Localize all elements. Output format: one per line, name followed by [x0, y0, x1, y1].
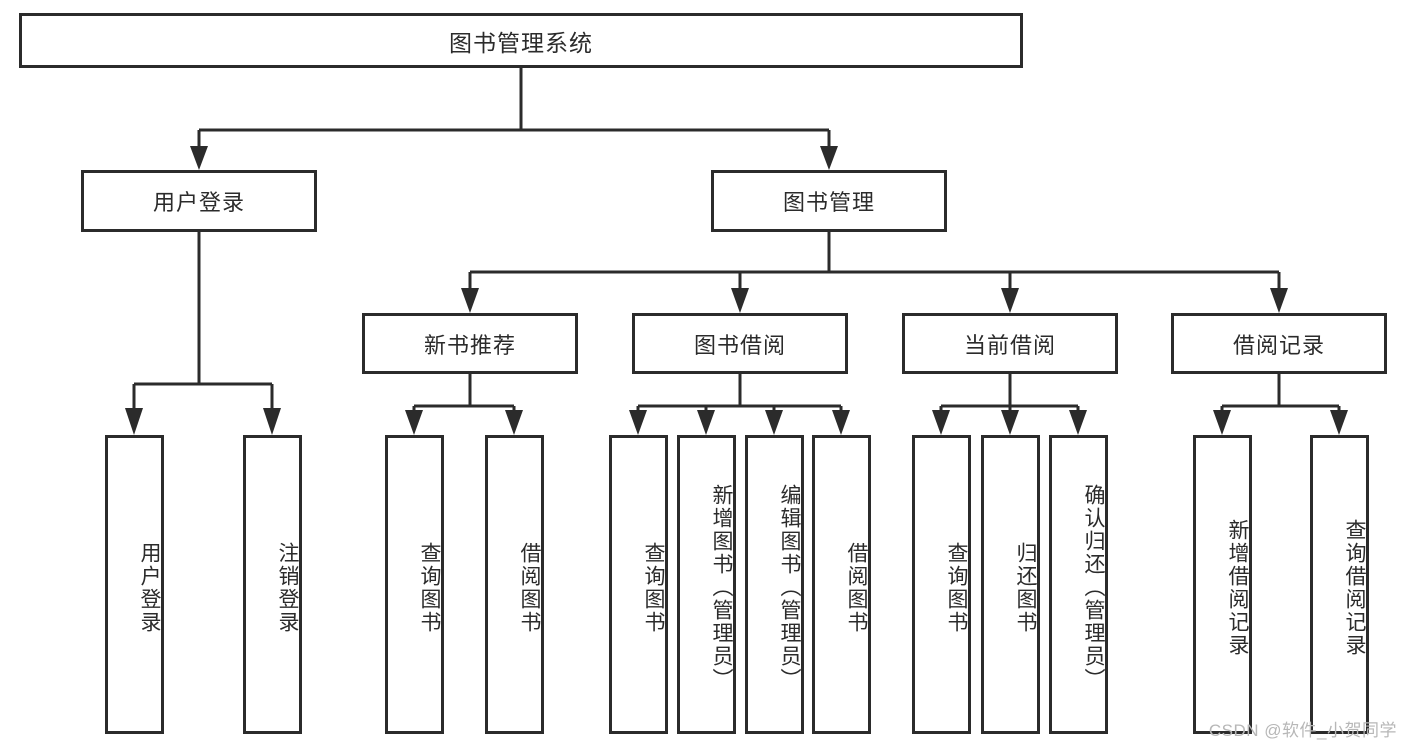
arrow-to-leaf-user-login: [125, 408, 143, 435]
leaf-query-record-label: 查询借阅记录: [1343, 518, 1366, 657]
node-current-borrow[interactable]: 当前借阅: [902, 313, 1118, 374]
leaf-borrow-book-2[interactable]: 借阅图书: [812, 435, 871, 734]
leaf-add-book-label: 新增图书（管理员）: [710, 484, 733, 691]
leaf-user-logout[interactable]: 注销登录: [243, 435, 302, 734]
leaf-query-book-3-label: 查询图书: [945, 541, 968, 634]
arrow-to-book-manage: [820, 146, 838, 170]
arrow-to-leaf-query-record: [1330, 410, 1348, 435]
node-book-manage[interactable]: 图书管理: [711, 170, 947, 232]
leaf-query-book-2-label: 查询图书: [642, 541, 665, 634]
node-new-book-rec-label: 新书推荐: [423, 332, 516, 358]
leaf-user-login[interactable]: 用户登录: [105, 435, 164, 734]
leaf-confirm-return-label: 确认归还（管理员）: [1082, 484, 1105, 691]
leaf-query-book-2[interactable]: 查询图书: [609, 435, 668, 734]
arrow-to-leaf-return-book: [1001, 410, 1019, 435]
leaf-borrow-book-1-label: 借阅图书: [518, 541, 541, 634]
leaf-query-book-3[interactable]: 查询图书: [912, 435, 971, 734]
arrow-to-leaf-query-book-2: [629, 410, 647, 435]
leaf-edit-book-label: 编辑图书（管理员）: [778, 484, 801, 691]
arrow-to-book-borrow: [731, 288, 749, 313]
leaf-return-book-label: 归还图书: [1014, 541, 1037, 634]
arrow-to-leaf-query-book-3: [932, 410, 950, 435]
leaf-confirm-return[interactable]: 确认归还（管理员）: [1049, 435, 1108, 734]
leaf-query-book-1-label: 查询图书: [418, 541, 441, 634]
node-user-login-label: 用户登录: [152, 190, 245, 215]
node-book-borrow[interactable]: 图书借阅: [632, 313, 848, 374]
node-book-manage-label: 图书管理: [782, 190, 875, 215]
node-borrow-record-label: 借阅记录: [1232, 332, 1325, 358]
node-borrow-record[interactable]: 借阅记录: [1171, 313, 1387, 374]
leaf-return-book[interactable]: 归还图书: [981, 435, 1040, 734]
arrow-to-current-borrow: [1001, 288, 1019, 313]
leaf-borrow-book-2-label: 借阅图书: [845, 541, 868, 634]
node-new-book-rec[interactable]: 新书推荐: [362, 313, 578, 374]
leaf-query-book-1[interactable]: 查询图书: [385, 435, 444, 734]
leaf-user-login-label: 用户登录: [138, 541, 161, 634]
node-root[interactable]: 图书管理系统: [19, 13, 1023, 68]
arrow-to-leaf-user-logout: [263, 408, 281, 435]
leaf-user-logout-label: 注销登录: [276, 541, 299, 634]
csdn-watermark: CSDN @软件_小贺同学: [1208, 721, 1397, 740]
arrow-to-new-book-rec: [461, 288, 479, 313]
leaf-add-record-label: 新增借阅记录: [1226, 518, 1249, 657]
arrow-to-leaf-borrow-book-2: [832, 410, 850, 435]
node-current-borrow-label: 当前借阅: [963, 332, 1056, 358]
arrow-to-leaf-confirm-return: [1069, 410, 1087, 435]
arrow-to-leaf-add-book: [697, 410, 715, 435]
arrow-to-leaf-add-record: [1213, 410, 1231, 435]
leaf-query-record[interactable]: 查询借阅记录: [1310, 435, 1369, 734]
node-user-login[interactable]: 用户登录: [81, 170, 317, 232]
arrow-to-leaf-edit-book: [765, 410, 783, 435]
arrow-to-borrow-record: [1270, 288, 1288, 313]
arrow-to-leaf-borrow-book-1: [505, 410, 523, 435]
node-book-borrow-label: 图书借阅: [693, 332, 786, 358]
arrow-to-user-login: [190, 146, 208, 170]
leaf-edit-book[interactable]: 编辑图书（管理员）: [745, 435, 804, 734]
leaf-add-book[interactable]: 新增图书（管理员）: [677, 435, 736, 734]
leaf-borrow-book-1[interactable]: 借阅图书: [485, 435, 544, 734]
leaf-add-record[interactable]: 新增借阅记录: [1193, 435, 1252, 734]
arrow-to-leaf-query-book-1: [405, 410, 423, 435]
node-root-label: 图书管理系统: [449, 29, 593, 56]
